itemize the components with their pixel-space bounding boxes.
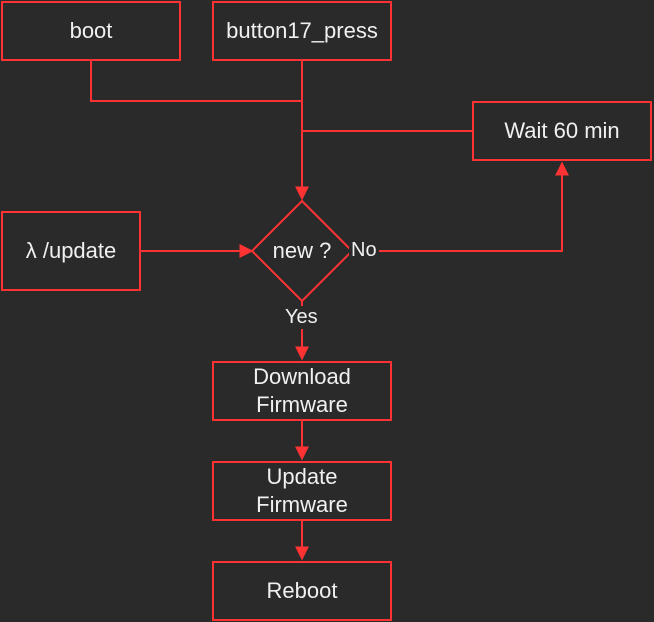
- decision-label: new ?: [272, 238, 332, 263]
- node-lambda-update: λ /update: [1, 211, 141, 291]
- decision-diamond: [250, 199, 354, 303]
- node-reboot: Reboot: [212, 561, 392, 621]
- node-button17-press: button17_press: [212, 1, 392, 61]
- node-wait-60-min: Wait 60 min: [472, 101, 652, 161]
- edge-label-no: No: [349, 239, 379, 262]
- node-update-firmware: Update Firmware: [212, 461, 392, 521]
- edge-decision-no-to-wait: [352, 161, 569, 252]
- node-download-firmware: Download Firmware: [212, 361, 392, 421]
- edge-boot-to-merge: [90, 61, 302, 102]
- node-boot: boot: [1, 1, 181, 61]
- edge-label-yes: Yes: [283, 306, 320, 329]
